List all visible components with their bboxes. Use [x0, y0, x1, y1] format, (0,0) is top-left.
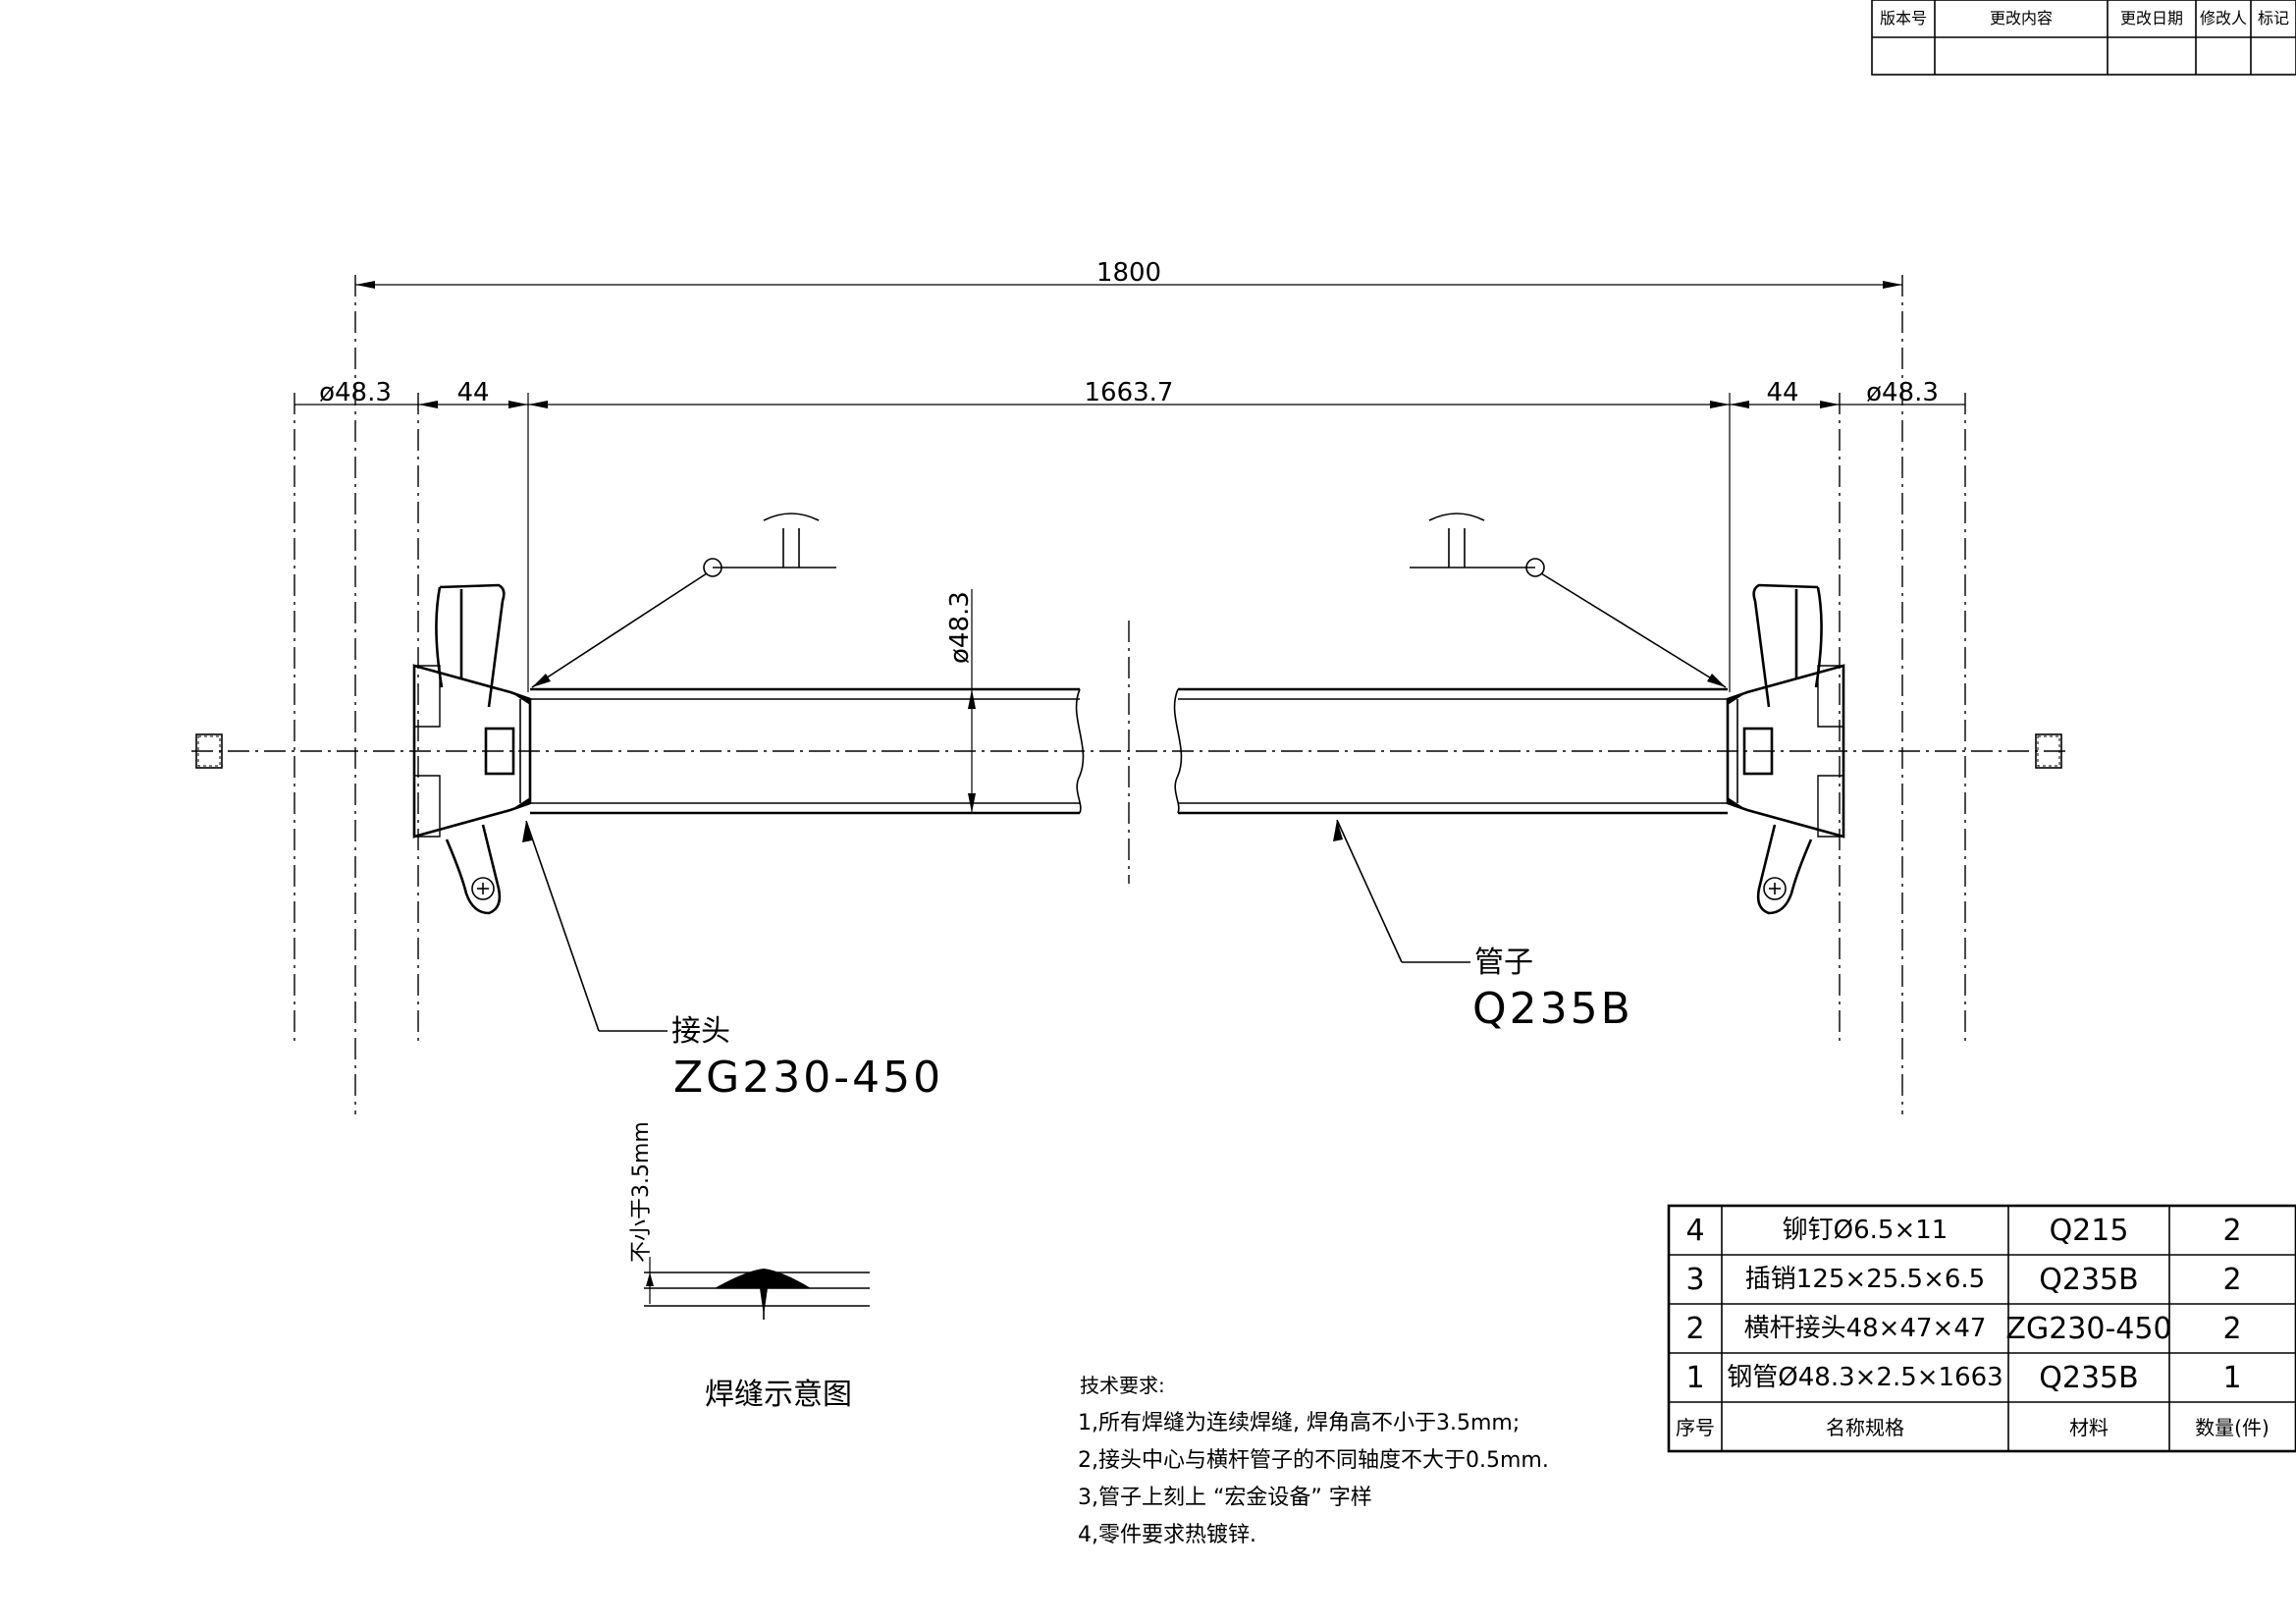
rev-header-date: 更改日期 [2120, 9, 2183, 27]
tech-req-item-3: 3,管子上刻上 “宏金设备” 字样 [1078, 1486, 1372, 1510]
bom-row-material: Q235B [2039, 1361, 2138, 1395]
bom-row: 1 钢管Ø48.3×2.5×1663 Q235B 1 [1685, 1361, 2241, 1395]
bom-row: 4 铆钉Ø6.5×11 Q215 2 [1685, 1214, 2241, 1248]
right-joint [1726, 583, 2062, 915]
revision-table: 版本号 更改内容 更改日期 修改人 标记 [1871, 0, 2296, 76]
bom-row-no: 1 [1685, 1361, 1704, 1395]
tech-req-item-2: 2,接头中心与横杆管子的不同轴度不大于0.5mm. [1078, 1448, 1549, 1473]
bom-row-no: 3 [1685, 1263, 1704, 1297]
bom-row: 3 插销125×25.5×6.5 Q235B 2 [1685, 1263, 2241, 1297]
bom-header-qty: 数量(件) [2195, 1416, 2269, 1439]
bom-row-name: 横杆接头48×47×47 [1744, 1314, 1987, 1343]
tech-req-item-1: 1,所有焊缝为连续焊缝, 焊角高不小于3.5mm; [1078, 1411, 1520, 1435]
tube-body: ø48.3 [530, 589, 1728, 815]
dimension-lines: 1800 1663.7 44 44 ø48.3 ø48.3 [294, 258, 1966, 1114]
pipe-callout: 管子 Q235B [1333, 819, 1633, 1034]
dim-right-offset: 44 [1766, 378, 1798, 407]
rev-header-content: 更改内容 [1990, 9, 2053, 27]
bom-row-name: 插销125×25.5×6.5 [1745, 1265, 1985, 1294]
weld-caption: 焊缝示意图 [705, 1378, 852, 1412]
tech-req-title: 技术要求: [1080, 1374, 1165, 1397]
rev-header-mark: 标记 [2258, 9, 2289, 27]
bom-row-qty: 2 [2222, 1312, 2241, 1346]
bom-header-material: 材料 [2069, 1416, 2109, 1439]
bom-header: 序号 名称规格 材料 数量(件) [1676, 1416, 2269, 1439]
dim-left-offset: 44 [456, 378, 489, 407]
left-joint [195, 583, 532, 915]
dim-tube-length: 1663.7 [1085, 378, 1174, 407]
joint-callout: 接头 ZG230-450 [522, 820, 943, 1103]
bom-row-name: 钢管Ø48.3×2.5×1663 [1727, 1363, 2002, 1392]
weld-symbol-right [1410, 513, 1727, 688]
bom-header-name: 名称规格 [1826, 1416, 1904, 1439]
rev-header-version: 版本号 [1880, 9, 1927, 27]
weld-symbol-left [531, 513, 836, 688]
bom-row-qty: 2 [2222, 1263, 2241, 1297]
bom-row: 2 横杆接头48×47×47 ZG230-450 2 [1685, 1312, 2241, 1346]
joint-material: ZG230-450 [673, 1053, 943, 1103]
bom-row-material: Q235B [2039, 1263, 2138, 1297]
bom-row-material: ZG230-450 [2005, 1312, 2171, 1346]
weld-dim-label: 不小于3.5mm [629, 1121, 654, 1263]
pipe-name: 管子 [1474, 946, 1533, 980]
bom-table: 4 铆钉Ø6.5×11 Q215 2 3 插销125×25.5×6.5 Q235… [1667, 1204, 2296, 1453]
bom-row-qty: 1 [2222, 1361, 2241, 1395]
weld-detail: 不小于3.5mm 焊缝示意图 [629, 1121, 870, 1412]
pipe-material: Q235B [1472, 984, 1633, 1034]
bom-row-no: 2 [1685, 1312, 1704, 1346]
bom-row-name: 铆钉Ø6.5×11 [1783, 1216, 1949, 1245]
tech-req-item-4: 4,零件要求热镀锌. [1078, 1523, 1256, 1547]
dim-tube-dia: ø48.3 [945, 591, 975, 664]
dim-overall: 1800 [1096, 258, 1161, 288]
bom-row-no: 4 [1685, 1214, 1704, 1248]
rev-header-editor: 修改人 [2200, 9, 2247, 27]
bom-header-no: 序号 [1676, 1416, 1715, 1439]
bom-row-qty: 2 [2222, 1214, 2241, 1248]
joint-name: 接头 [671, 1014, 730, 1049]
technical-requirements: 技术要求: 1,所有焊缝为连续焊缝, 焊角高不小于3.5mm; 2,接头中心与横… [1078, 1374, 1549, 1547]
bom-row-material: Q215 [2050, 1214, 2129, 1248]
